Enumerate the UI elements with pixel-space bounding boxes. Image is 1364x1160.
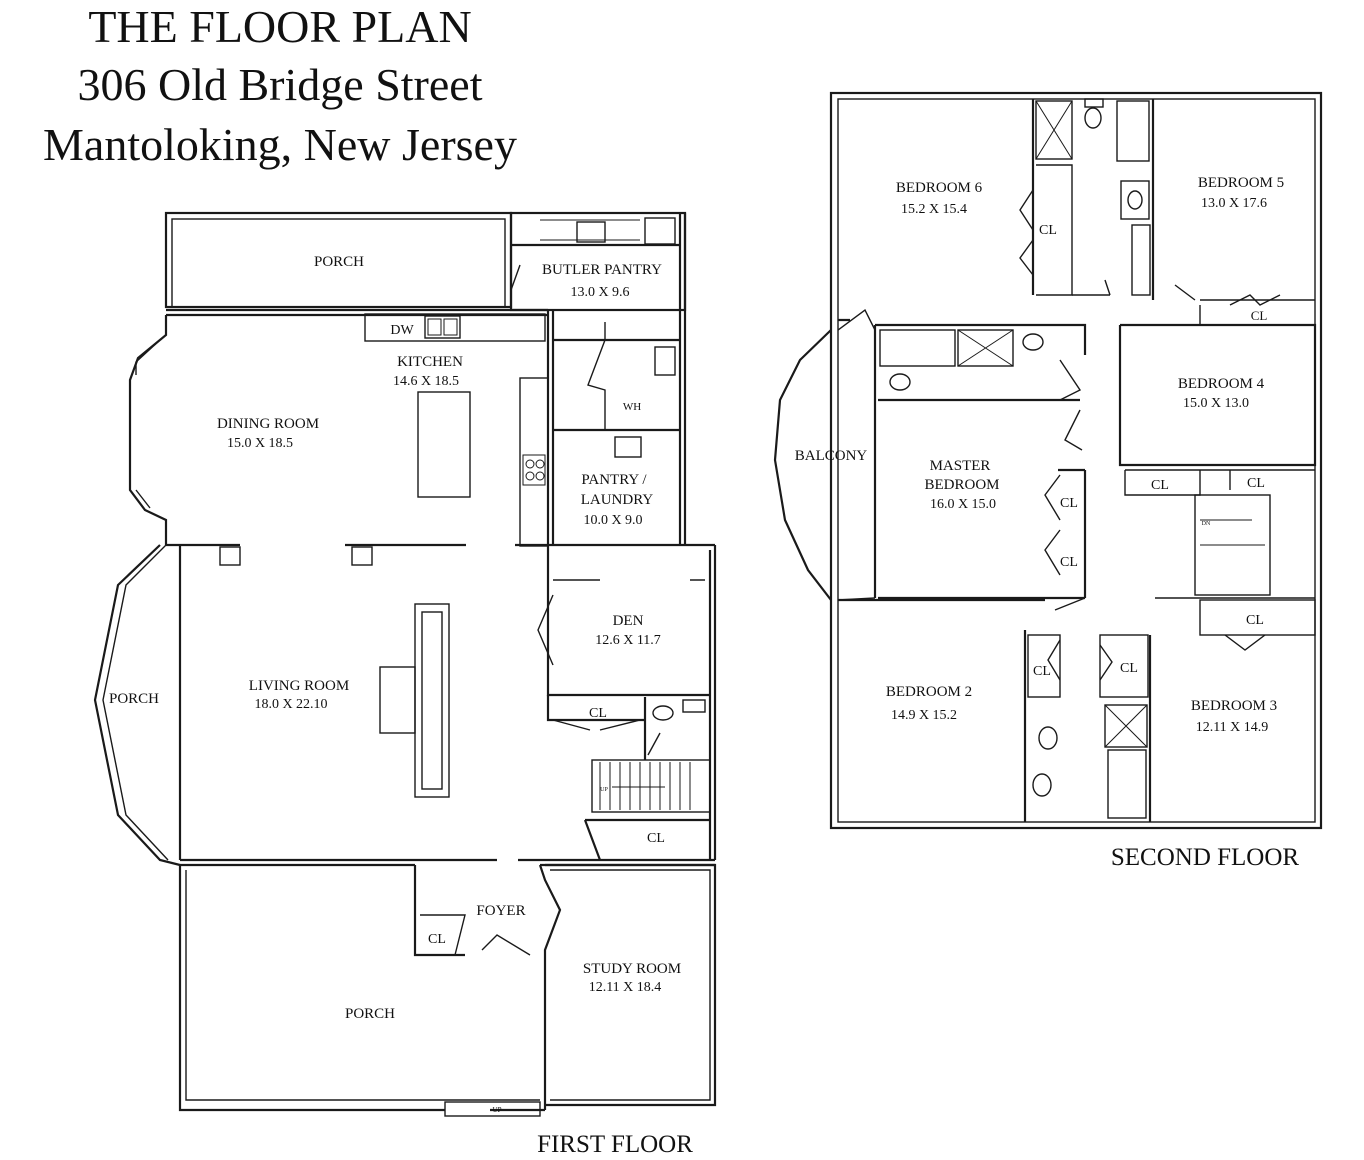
first-floor-caption: FIRST FLOOR <box>537 1131 693 1158</box>
plan-title: THE FLOOR PLAN <box>88 1 472 52</box>
room-pantry: PANTRY / <box>581 472 647 488</box>
closet-label: CL <box>1060 555 1078 570</box>
room-master-line2: BEDROOM <box>924 477 999 493</box>
room-bedroom-4: BEDROOM 4 <box>1178 376 1265 392</box>
room-balcony: BALCONY <box>795 448 868 464</box>
room-porch-left: PORCH <box>109 691 159 707</box>
closet-label: CL <box>428 932 446 947</box>
room-living-dims: 18.0 X 22.10 <box>254 697 327 712</box>
room-pantry-dims: 10.0 X 9.0 <box>583 513 642 528</box>
room-dining-dims: 15.0 X 18.5 <box>227 436 293 451</box>
room-master: MASTER <box>930 458 991 474</box>
plan-address: 306 Old Bridge Street <box>77 59 483 110</box>
room-porch-bottom: PORCH <box>345 1006 395 1022</box>
porch-up-label: UP <box>493 1106 502 1114</box>
first-floor-labels: PORCH BUTLER PANTRY 13.0 X 9.6 KITCHEN 1… <box>109 254 693 1158</box>
room-bedroom-6: BEDROOM 6 <box>896 180 983 196</box>
closet-label: CL <box>1060 496 1078 511</box>
stair-dn-label: DN <box>1202 521 1211 527</box>
room-den: DEN <box>613 613 644 629</box>
closet-label: CL <box>1246 613 1264 628</box>
first-floor-walls: DW WH <box>93 211 717 1117</box>
room-bedroom-4-dims: 15.0 X 13.0 <box>1183 396 1249 411</box>
room-bedroom-3: BEDROOM 3 <box>1191 698 1277 714</box>
closet-label: CL <box>1033 664 1051 679</box>
room-butler-pantry-dims: 13.0 X 9.6 <box>570 285 629 300</box>
second-floor-labels: BEDROOM 6 15.2 X 15.4 CL BEDROOM 5 13.0 … <box>795 175 1300 871</box>
second-floor-walls: DN <box>773 91 1323 830</box>
closet-label: CL <box>647 831 665 846</box>
room-master-dims: 16.0 X 15.0 <box>930 497 996 512</box>
room-bedroom-3-dims: 12.11 X 14.9 <box>1196 720 1269 735</box>
closet-label: CL <box>1120 661 1138 676</box>
stair-up-label: UP <box>600 787 608 793</box>
room-bedroom-2-dims: 14.9 X 15.2 <box>891 708 957 723</box>
room-bedroom-2: BEDROOM 2 <box>886 684 972 700</box>
dishwasher-label: DW <box>390 323 414 338</box>
closet-label: CL <box>1251 308 1268 323</box>
plan-location: Mantoloking, New Jersey <box>43 119 517 170</box>
room-pantry-line2: LAUNDRY <box>581 492 654 508</box>
closet-label: CL <box>1039 223 1057 238</box>
room-study-dims: 12.11 X 18.4 <box>589 980 662 995</box>
room-bedroom-5: BEDROOM 5 <box>1198 175 1284 191</box>
room-living: LIVING ROOM <box>249 678 349 694</box>
water-heater-label: WH <box>623 401 641 413</box>
closet-label: CL <box>1151 478 1169 493</box>
room-dining: DINING ROOM <box>217 416 319 432</box>
room-porch-top: PORCH <box>314 254 364 270</box>
second-floor-caption: SECOND FLOOR <box>1111 844 1300 871</box>
room-kitchen-dims: 14.6 X 18.5 <box>393 374 459 389</box>
room-bedroom-5-dims: 13.0 X 17.6 <box>1201 196 1267 211</box>
room-butler-pantry: BUTLER PANTRY <box>542 262 662 278</box>
room-foyer: FOYER <box>476 903 525 919</box>
closet-label: CL <box>589 706 607 721</box>
room-bedroom-6-dims: 15.2 X 15.4 <box>901 202 967 217</box>
closet-label: CL <box>1247 476 1265 491</box>
room-kitchen: KITCHEN <box>397 354 463 370</box>
room-study: STUDY ROOM <box>583 961 681 977</box>
room-den-dims: 12.6 X 11.7 <box>595 633 661 648</box>
